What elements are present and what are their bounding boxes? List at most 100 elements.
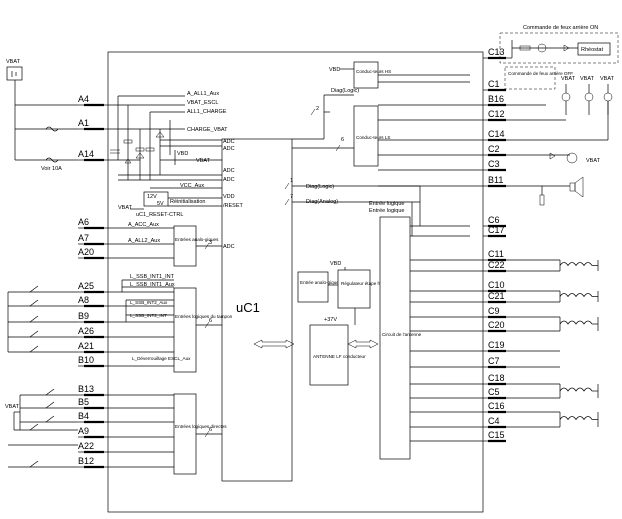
label-5v: 5V: [157, 201, 164, 207]
antenna-coil: [559, 293, 593, 298]
buffer-input-block: [173, 287, 197, 373]
left-pin-label: B10: [78, 355, 94, 365]
right-pin-label: C20: [488, 320, 505, 330]
label-driver-ls: Conduc-teurs LS: [356, 135, 390, 140]
label-vbat-mid-left: VBAT: [5, 404, 20, 410]
switch: [29, 315, 39, 323]
fuse-symbol-2: [45, 126, 59, 132]
cmd-off-frame: [504, 66, 556, 90]
label-vbat-reg: VBAT: [118, 205, 133, 211]
battery-symbol: [6, 66, 23, 81]
right-pin-label: C22: [488, 260, 505, 270]
left-pin-label: A20: [78, 247, 94, 257]
label-vbat-escl: VBAT_ESCL: [187, 100, 218, 106]
left-pin-label: A7: [78, 233, 89, 243]
right-pin-label: C18: [488, 373, 505, 383]
right-connector: C13C1B16C12C14C2C3B11C6C17C11C22C10C21C9…: [378, 47, 506, 443]
left-pin-label: B5: [78, 397, 89, 407]
left-pin-label: A14: [78, 149, 94, 159]
label-rheostat: Rhéostat: [581, 47, 603, 53]
rheostat-box: [577, 42, 611, 56]
label-vdd: VDD: [223, 194, 235, 200]
right-pin-label: C1: [488, 79, 500, 89]
label-circuit-antenne: Circuit de l'antenne: [382, 332, 422, 337]
label-bus: 6: [341, 137, 344, 143]
switch: [29, 285, 39, 293]
lamp-icon: [584, 92, 594, 102]
label-l-ssb-int1-int: L_SSB_INT1_INT: [130, 274, 175, 280]
switch: [45, 388, 55, 396]
label-reset: /RESET: [223, 203, 244, 209]
label-a-all1-aux: A_ALL1_Aux: [187, 91, 219, 97]
vbat-top-left: VBAT: [6, 59, 21, 65]
left-pin-label: B4: [78, 411, 89, 421]
speaker-icon: [569, 182, 576, 192]
lamp-icon: [603, 92, 613, 102]
speaker-icon: [574, 176, 584, 198]
bus-slash: [284, 182, 290, 190]
label-reinit: Réinitialisation: [170, 199, 205, 205]
label-charge-vbat: CHARGE_VBAT: [187, 127, 228, 133]
right-pin-label: C15: [488, 430, 505, 440]
label-adc: ADC: [223, 244, 235, 250]
antenna-coil: [559, 387, 593, 392]
antenna-coil: [559, 416, 593, 421]
label-12v: 12V: [147, 194, 157, 200]
switch: [29, 299, 39, 307]
resistor: [145, 147, 155, 152]
label-bus: 3: [209, 240, 212, 246]
antenna-coil: [559, 262, 593, 267]
label-a-all2-aux: A_ALL2_Aux: [128, 238, 160, 244]
right-pin-label: C19: [488, 340, 505, 350]
left-pin-label: A22: [78, 441, 94, 451]
label-entree-logique: Entrée logique: [369, 201, 404, 207]
right-pin-label: B16: [488, 94, 504, 104]
left-connector: A4A1A14A6A7A20A25A8B9A26A21B10B13B5B4A9A…: [78, 94, 108, 469]
left-pin-label: A9: [78, 426, 89, 436]
label-37v: +37V: [324, 317, 337, 323]
label-entrees-analog: Entrées analo-giques: [175, 237, 219, 242]
diode: [563, 44, 570, 52]
bus-slash: [204, 242, 210, 250]
left-pin-label: A6: [78, 217, 89, 227]
right-pin-label: C14: [488, 129, 505, 139]
resistor: [123, 139, 133, 144]
right-pin-label: C2: [488, 144, 500, 154]
lf-antenna-driver: [309, 324, 349, 386]
boost-regulator: [337, 269, 371, 309]
label-vbat-r: VBAT: [561, 76, 576, 82]
left-pin-label: A26: [78, 326, 94, 336]
left-pin-label: A1: [78, 118, 89, 128]
fuse-label: Voir 10A: [41, 166, 62, 172]
antenna-circuit: [379, 216, 411, 460]
bidirectional-arrow: [347, 339, 379, 349]
left-pin-label: A25: [78, 281, 94, 291]
resistor: [539, 194, 545, 206]
left-pin-label: B9: [78, 311, 89, 321]
bidirectional-arrow: [253, 339, 295, 349]
label-vbd-top: VBD: [329, 67, 340, 73]
label-adc: ADC: [223, 139, 235, 145]
transistor-icon: [566, 152, 578, 164]
label-adc: ADC: [223, 146, 235, 152]
label-a-acc-aux: A_ACC_Aux: [128, 222, 159, 228]
label-entree-analog-reg: Entrée analo-gique: [300, 280, 339, 285]
hs-driver-block: [353, 61, 379, 89]
antenna-coil: [559, 320, 593, 325]
label-bus: 6: [209, 318, 212, 324]
label-l-deverrouillage: L_Déverrouillage ESCL_Aux: [132, 356, 191, 361]
label-entrees-directes: Entrées logiques directes: [175, 424, 227, 429]
label-adc: ADC: [223, 177, 235, 183]
bus-slash: [310, 108, 316, 116]
bus-slash: [204, 430, 210, 438]
led-icon: [549, 152, 556, 160]
bus-slash: [284, 198, 290, 206]
label-adc: ADC: [223, 168, 235, 174]
lamp-icon: [537, 43, 547, 53]
label-vbat-r: VBAT: [580, 76, 595, 82]
uc1-label: uC1: [236, 300, 260, 315]
label-antenne-lf: ANTENNE LF conducteur: [313, 354, 366, 359]
switch: [45, 401, 55, 409]
right-pin-label: C11: [488, 249, 504, 259]
